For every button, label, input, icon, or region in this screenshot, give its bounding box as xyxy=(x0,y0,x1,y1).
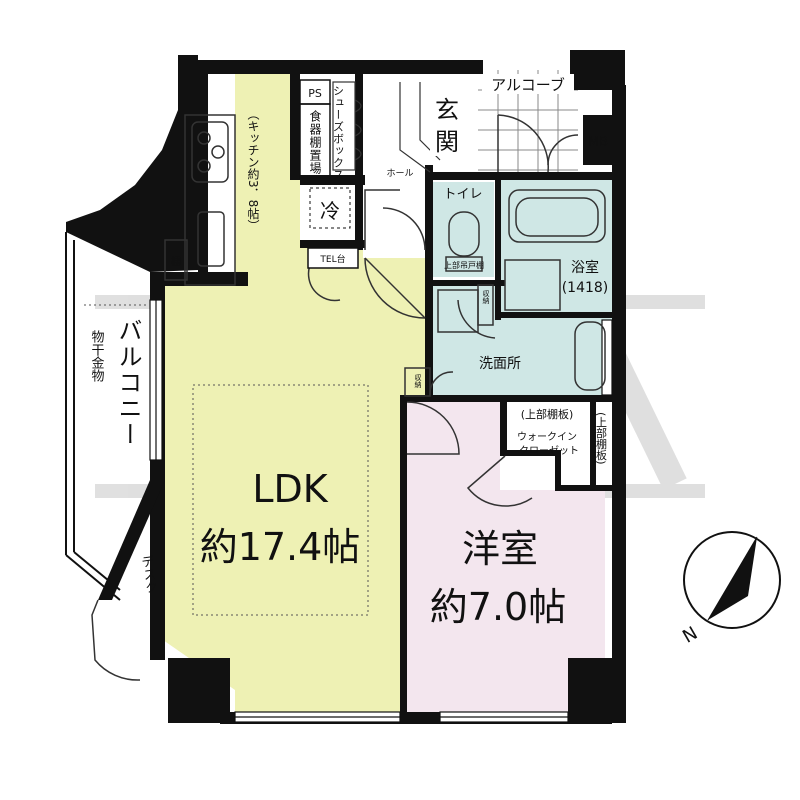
walk-in-closet-line-1: ウォークイン xyxy=(517,431,577,443)
balcony-railing xyxy=(65,232,121,601)
ps-label: PS xyxy=(308,87,322,100)
tel-label: TEL台 xyxy=(319,253,345,265)
walk-in-closet-line-2: クローゼット xyxy=(519,445,579,457)
balcony-label: バルコニー xyxy=(114,318,142,448)
storage-label-1: 収納 xyxy=(482,290,490,305)
bedroom-size: 約7.0帖 xyxy=(430,585,566,629)
bath-fixtures xyxy=(404,189,606,397)
dish-shelf-label: 食器棚置場 xyxy=(308,109,322,175)
shelf-label: 棚 xyxy=(171,255,181,268)
svg-text:玄: 玄 xyxy=(435,96,459,124)
compass-n: N xyxy=(679,623,701,648)
hall-label: ホール xyxy=(386,168,413,179)
storage-label-2: 収納 xyxy=(414,374,422,389)
upper-shelf-label-1: (上部棚板) xyxy=(521,407,574,421)
kitchen-label: （キッチン約3．8帖） xyxy=(246,108,260,231)
ldk-dotted-area xyxy=(192,384,369,616)
tel-stand xyxy=(307,247,359,269)
compass: N xyxy=(679,531,781,648)
bathroom-size: (1418) xyxy=(562,280,609,296)
toilet-label: トイレ xyxy=(443,187,482,202)
washroom-label: 洗面所 xyxy=(479,356,521,372)
svg-text:関: 関 xyxy=(435,128,459,156)
upper-cabinet-label: 上部吊戸棚 xyxy=(444,260,484,270)
shoe-box-label: シューズボックス xyxy=(332,85,345,181)
fridge-label: 冷 xyxy=(320,199,340,223)
upper-shelf-label-2: (上部棚板) xyxy=(595,412,608,465)
kitchen-counter xyxy=(164,114,236,286)
alcove-bg xyxy=(482,74,574,94)
windows xyxy=(149,299,613,723)
desk-label: デスク xyxy=(138,554,158,595)
bedroom-name: 洋室 xyxy=(462,527,538,571)
ldk-name: LDK xyxy=(252,467,328,511)
shoe-box xyxy=(332,81,441,173)
alcove-label: アルコーブ xyxy=(491,76,565,94)
ldk-size: 約17.4帖 xyxy=(200,525,361,569)
bathroom-label: 浴室 xyxy=(571,259,599,276)
entrance-label: 玄 関 xyxy=(430,92,464,156)
mb-label: MB xyxy=(588,135,608,150)
toilet-floor xyxy=(432,182,494,277)
dish-shelf-box xyxy=(299,103,331,179)
fridge-box xyxy=(309,187,351,229)
drying-hardware-label: 物干金物 xyxy=(89,330,105,383)
washroom-floor xyxy=(432,285,612,395)
desk-wall-diagonal xyxy=(98,480,165,600)
balcony-wall-curve xyxy=(66,60,198,272)
ldk-floor xyxy=(163,70,428,712)
